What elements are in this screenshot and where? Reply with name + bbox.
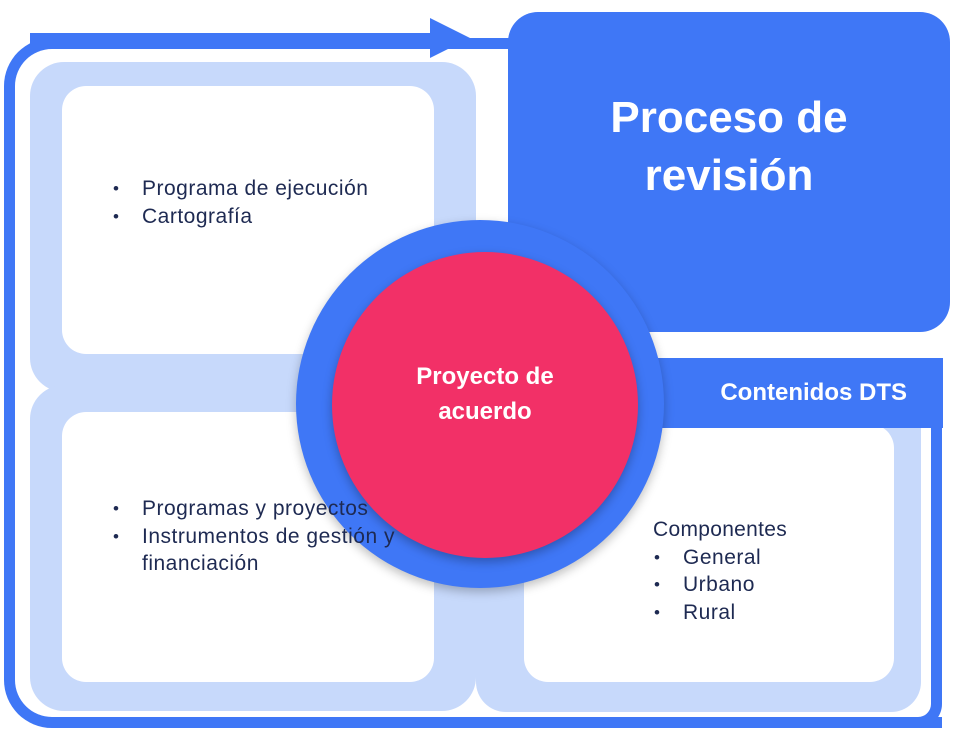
list-item: Rural xyxy=(653,599,883,627)
list-item: Programa de ejecución xyxy=(112,175,412,203)
components-block: Componentes General Urbano Rural xyxy=(653,516,883,626)
bottom-left-list: Programas y proyectos Instrumentos de ge… xyxy=(112,495,412,578)
components-list: General Urbano Rural xyxy=(653,544,883,627)
list-item: General xyxy=(653,544,883,572)
list-item: Cartografía xyxy=(112,203,412,231)
top-left-list: Programa de ejecución Cartografía xyxy=(112,175,412,230)
cycle-frame-right xyxy=(918,410,942,728)
contents-band: Contenidos DTS xyxy=(610,358,943,428)
band-label: Contenidos DTS xyxy=(720,379,907,406)
cycle-frame xyxy=(4,38,942,728)
components-heading: Componentes xyxy=(653,518,788,541)
title-box: Proceso de revisión xyxy=(508,12,950,332)
arrow-right-icon xyxy=(430,18,470,58)
list-item: Programas y proyectos xyxy=(112,495,412,523)
list-item: Urbano xyxy=(653,571,883,599)
list-item: Instrumentos de gestión y financiación xyxy=(112,523,412,578)
center-label: Proyecto de acuerdo xyxy=(416,363,554,425)
cycle-arrow-line xyxy=(30,33,440,44)
diagram-title: Proceso de revisión xyxy=(610,93,848,200)
